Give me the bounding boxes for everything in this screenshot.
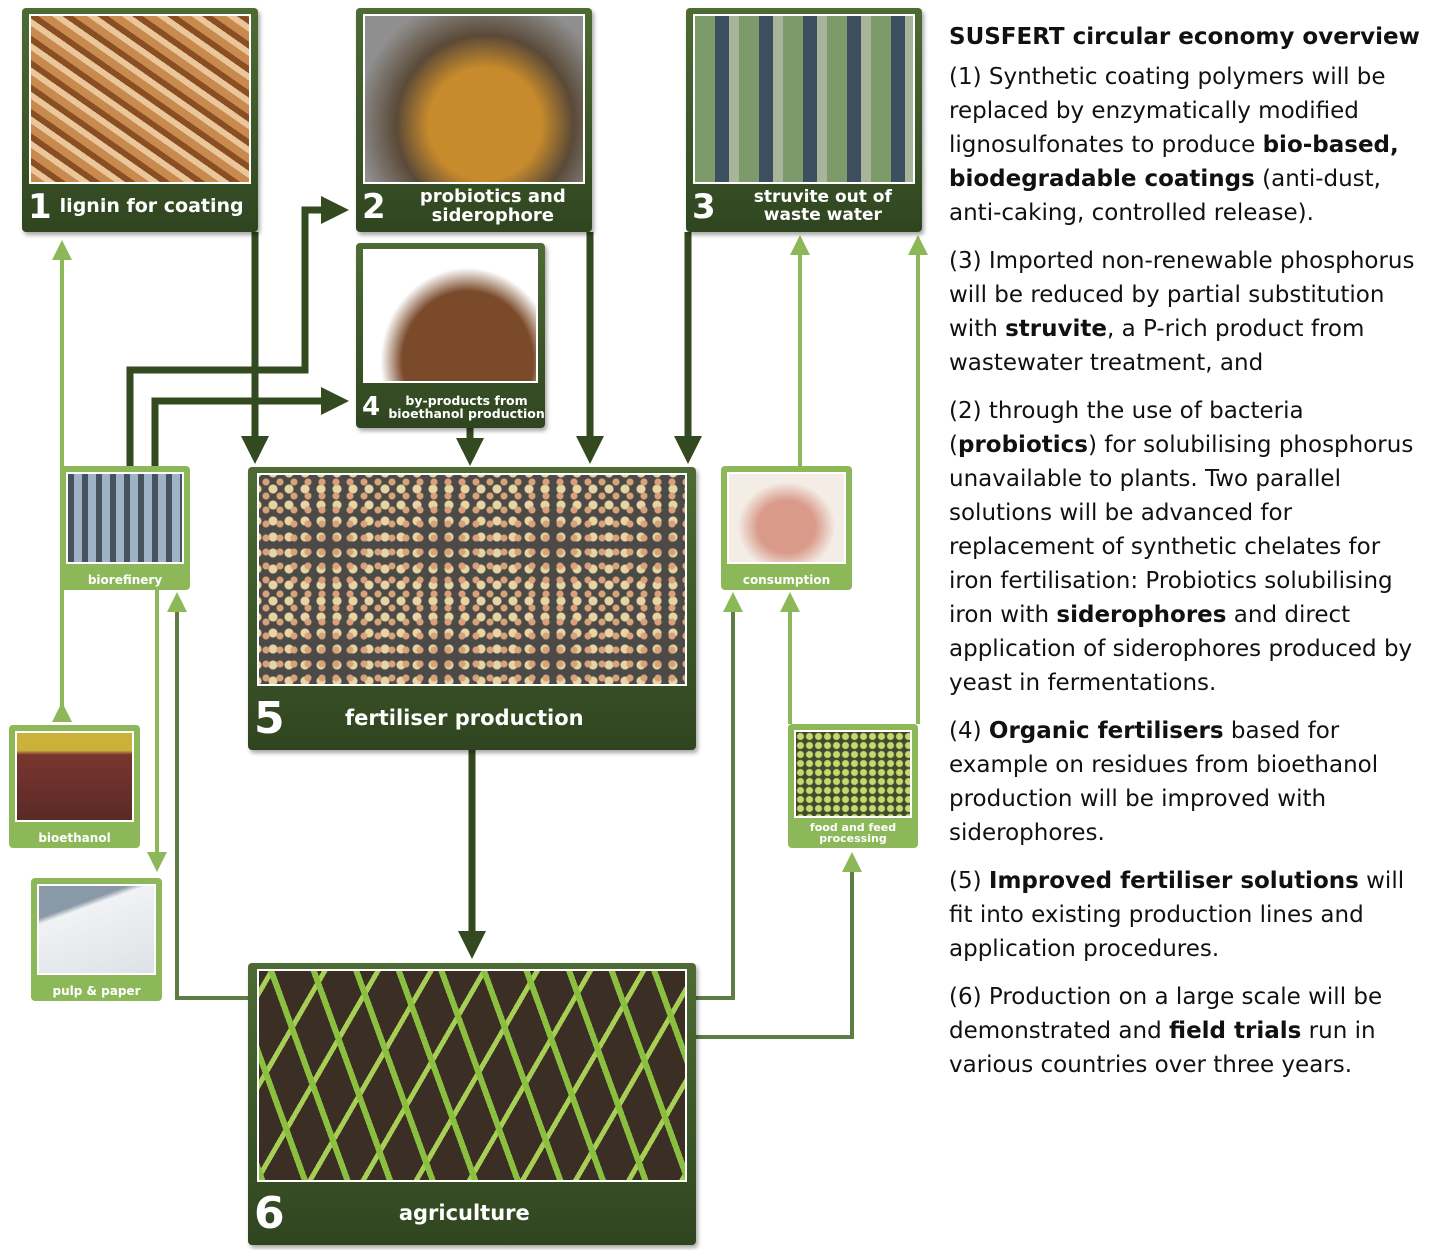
fertiliser-granules-image: [257, 473, 687, 686]
arrow-biorefinery-to-4: [151, 387, 349, 466]
box-label: probiotics and siderophore: [419, 186, 566, 226]
arrow-agri-to-food: [696, 852, 862, 1039]
box-label: fertiliser production: [344, 705, 584, 730]
box-label: agriculture: [398, 1200, 530, 1225]
box-label: biorefinery: [87, 573, 163, 587]
box-label: lignin for coating: [59, 195, 244, 218]
refinery-image: [66, 472, 184, 564]
arrow-biorefinery-to-2: [126, 196, 349, 466]
paragraph-2: (2) through the use of bacteria (probiot…: [949, 398, 1414, 696]
overview-title: SUSFERT circular economy overview: [949, 24, 1420, 50]
wastewater-plant-image: [693, 14, 915, 184]
fuel-nozzle-image: [15, 731, 134, 822]
paragraph-4: (4) Organic fertilisers based for exampl…: [949, 718, 1379, 846]
grain-pile-image: [363, 249, 538, 383]
flask-image: [363, 14, 585, 184]
box-label: bioethanol: [38, 831, 111, 845]
box-lignin: 1 lignin for coating: [22, 8, 258, 232]
step-number: 4: [362, 392, 381, 422]
box-food-feed: food and feed processing: [788, 724, 918, 848]
step-number: 2: [362, 187, 386, 227]
box-consumption: consumption: [721, 466, 852, 590]
box-label: pulp & paper: [52, 984, 141, 998]
wood-chips-image: [29, 14, 251, 184]
step-number: 1: [28, 187, 52, 227]
overview-text: SUSFERT circular economy overview (1) Sy…: [949, 20, 1427, 1096]
digestive-system-image: [727, 472, 846, 564]
paragraph-3: (3) Imported non-renewable phosphorus wi…: [949, 248, 1415, 376]
box-biorefinery: biorefinery: [60, 466, 190, 590]
arrow-agri-to-biorefinery: [167, 592, 248, 1000]
box-label: by-products from bioethanol production: [388, 392, 545, 421]
paragraph-1: (1) Synthetic coating polymers will be r…: [949, 64, 1399, 226]
paragraph-5: (5) Improved fertiliser solutions will f…: [949, 868, 1405, 962]
step-number: 5: [254, 692, 285, 744]
box-bioethanol: bioethanol: [9, 725, 140, 848]
box-probiotics: 2 probiotics and siderophore: [356, 8, 592, 232]
box-label: food and feed processing: [809, 821, 897, 845]
box-struvite: 3 struvite out of waste water: [686, 8, 922, 232]
arrow-agri-to-consumption: [696, 592, 743, 1000]
step-number: 6: [254, 1187, 285, 1239]
box-label: struvite out of waste water: [753, 187, 892, 225]
food-processing-image: [794, 730, 912, 818]
step-number: 3: [692, 187, 716, 227]
paragraph-6: (6) Production on a large scale will be …: [949, 984, 1383, 1078]
box-label: consumption: [742, 573, 831, 587]
box-pulp-paper: pulp & paper: [31, 878, 162, 1001]
box-fertiliser: 5 fertiliser production: [248, 467, 696, 750]
arrows: [52, 196, 928, 1039]
corn-field-image: [257, 969, 687, 1182]
paper-roll-image: [37, 884, 156, 975]
box-agriculture: 6 agriculture: [248, 963, 696, 1245]
